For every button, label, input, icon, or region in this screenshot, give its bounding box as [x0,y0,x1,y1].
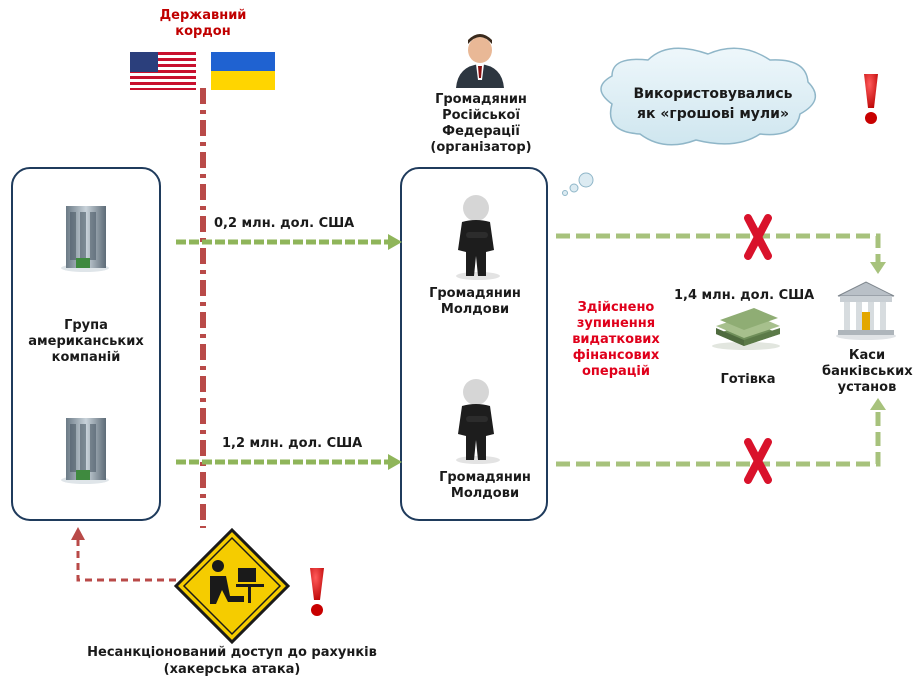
exclamation-icon [310,568,324,616]
transfer-arrow-top [176,234,402,250]
mule-person-icon [456,195,500,280]
company-building-icon [61,418,109,484]
banks-label: Каси банківських установ [822,348,913,395]
mule-person-icon [456,379,500,464]
organizer-person-icon [456,34,504,88]
flag-usa-icon [130,52,196,90]
blocked-x-icon [744,214,772,260]
mule-label-top: Громадянин Молдови [429,286,521,317]
operations-stopped-text: Здійснено зупинення видаткових фінансови… [572,300,660,379]
money-mules-text: Використовувались як «грошові мули» [633,86,793,122]
companies-label: Група американських компаній [28,318,144,365]
transfer-amount-top: 0,2 млн. дол. США [214,216,355,231]
exclamation-icon [864,74,878,124]
hack-access-arrow [71,527,176,582]
mule-label-bottom: Громадянин Молдови [439,470,531,501]
money-mules-cloud [562,47,817,196]
blocked-route-bottom [556,398,886,467]
hacker-warning-sign-icon [173,527,291,645]
organizer-label: Громадянин Російської Федерації (організ… [430,92,532,155]
transfer-arrow-bottom [176,454,402,470]
cash-label: Готівка [720,372,776,387]
companies-box [11,167,161,521]
transfer-amount-bottom: 1,2 млн. дол. США [222,436,363,451]
bank-icon [836,281,896,340]
mules-box [400,167,548,521]
company-building-icon [61,206,109,272]
state-border-label: Державний кордон [159,8,247,39]
cash-stack-icon [712,308,780,350]
blocked-x-icon [744,438,772,484]
cash-amount: 1,4 млн. дол. США [674,288,815,303]
hack-access-text: Несанкціонований доступ до рахунків (хак… [87,645,377,677]
blocked-route-top [556,233,886,274]
flag-ukraine-icon [211,52,275,90]
